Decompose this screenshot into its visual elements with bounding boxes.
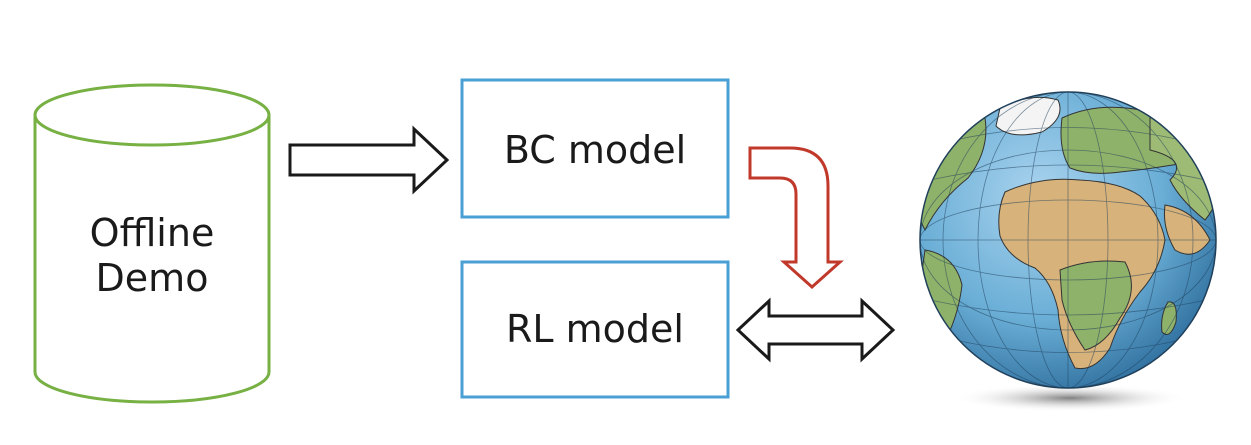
database-label-line1: Offline (90, 211, 215, 255)
rl-model-box: RL model (460, 260, 730, 399)
rl-model-label: RL model (506, 307, 684, 351)
arrow-rl-environment (735, 297, 896, 363)
database-cylinder: Offline Demo (33, 83, 271, 404)
arrow-demo-to-bc (288, 125, 450, 195)
globe-shadow (952, 384, 1188, 412)
arrow-bc-to-rl (748, 146, 844, 290)
bc-model-box: BC model (460, 78, 730, 219)
cylinder-top (33, 83, 271, 147)
bc-model-label: BC model (504, 128, 686, 172)
globe-icon (919, 91, 1217, 412)
cylinder-body (33, 115, 271, 404)
database-label-line2: Demo (96, 256, 209, 300)
